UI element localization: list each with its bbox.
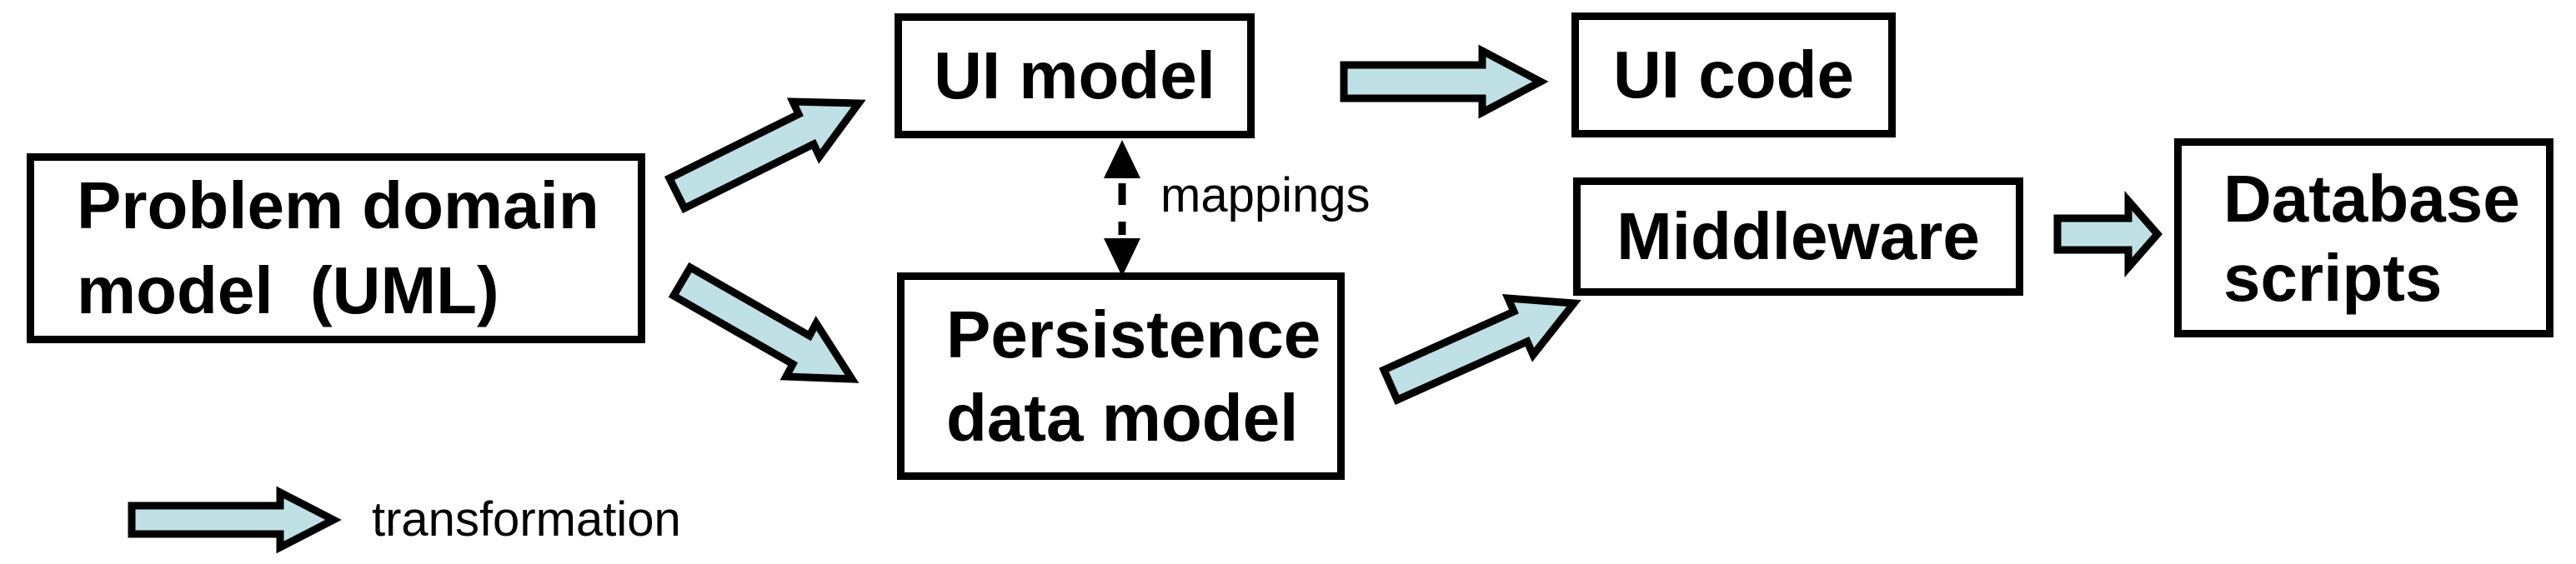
transformation-arrow-problem-to-uimodel — [664, 97, 866, 214]
node-middleware: Middleware — [1573, 177, 2023, 296]
transformation-arrow-middleware-to-dbscripts — [2053, 191, 2163, 277]
mappings-arrowhead-up — [1104, 140, 1140, 178]
node-label: Middleware — [1616, 199, 1980, 273]
mappings-label: mappings — [1160, 168, 1371, 222]
node-persistence-data-model: Persistence data model — [897, 272, 1345, 480]
node-database-scripts: Database scripts — [2174, 138, 2553, 337]
node-label: Persistence — [946, 297, 1321, 372]
transformation-arrow-persistence-to-middleware — [1379, 293, 1581, 405]
legend-transformation-arrow — [128, 486, 342, 554]
node-ui-model: UI model — [895, 13, 1255, 138]
node-label: Database — [2223, 161, 2520, 236]
node-label: Problem domain — [77, 168, 599, 242]
transformation-arrow-problem-to-persistence — [668, 262, 860, 383]
node-label: model (UML) — [77, 253, 499, 327]
node-ui-code: UI code — [1571, 12, 1896, 137]
mappings-arrowhead-down — [1104, 238, 1140, 277]
node-label: UI code — [1613, 37, 1854, 112]
node-label: data model — [946, 380, 1299, 455]
node-problem-domain-model: Problem domain model (UML) — [27, 153, 645, 343]
transformation-arrow-uimodel-to-uicode — [1340, 44, 1549, 119]
mappings-connector-dashed-double-arrow — [1104, 140, 1140, 277]
legend-label: transformation — [372, 492, 681, 547]
node-label: scripts — [2223, 240, 2443, 315]
node-label: UI model — [934, 38, 1215, 112]
